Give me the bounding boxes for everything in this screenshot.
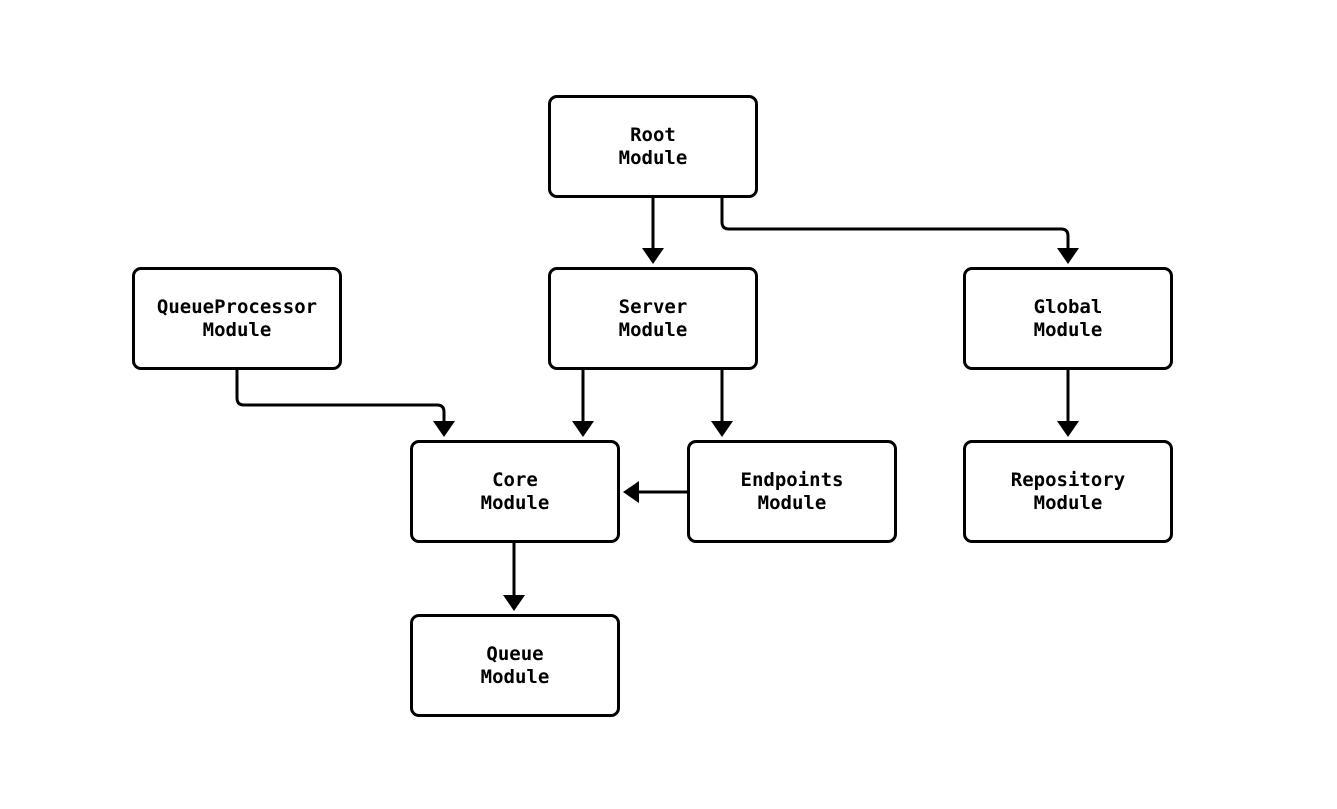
edge-server-core — [572, 370, 594, 437]
arrowhead-icon — [642, 248, 664, 264]
edge-root-server — [642, 198, 664, 264]
edge-server-endpoints — [711, 370, 733, 437]
node-label-queue: Queue Module — [480, 642, 550, 688]
node-label-repository: Repository Module — [1010, 468, 1126, 514]
node-label-endpoints: Endpoints Module — [740, 468, 844, 514]
edge-endpoints-core — [623, 481, 687, 503]
arrowhead-icon — [623, 481, 639, 503]
node-label-core: Core Module — [480, 468, 550, 514]
arrowhead-icon — [711, 421, 733, 437]
arrowhead-icon — [1057, 248, 1079, 264]
node-label-server: Server Module — [618, 295, 688, 341]
node-core[interactable]: Core Module — [410, 440, 620, 543]
node-server[interactable]: Server Module — [548, 267, 758, 370]
arrowhead-icon — [572, 421, 594, 437]
edge-global-repository — [1057, 370, 1079, 437]
node-label-global: Global Module — [1033, 295, 1103, 341]
node-global[interactable]: Global Module — [963, 267, 1173, 370]
node-endpoints[interactable]: Endpoints Module — [687, 440, 897, 543]
node-label-queueprocessor: QueueProcessor Module — [156, 295, 318, 341]
edge-core-queue — [503, 543, 525, 611]
edge-queueprocessor-core — [235, 370, 455, 437]
node-queueprocessor[interactable]: QueueProcessor Module — [132, 267, 342, 370]
edge-line — [720, 198, 1070, 249]
node-queue[interactable]: Queue Module — [410, 614, 620, 717]
edge-line — [235, 370, 446, 422]
edge-root-global — [720, 198, 1079, 264]
node-root[interactable]: Root Module — [548, 95, 758, 198]
node-repository[interactable]: Repository Module — [963, 440, 1173, 543]
arrowhead-icon — [1057, 421, 1079, 437]
arrowhead-icon — [503, 595, 525, 611]
arrowhead-icon — [433, 421, 455, 437]
node-label-root: Root Module — [618, 123, 688, 169]
